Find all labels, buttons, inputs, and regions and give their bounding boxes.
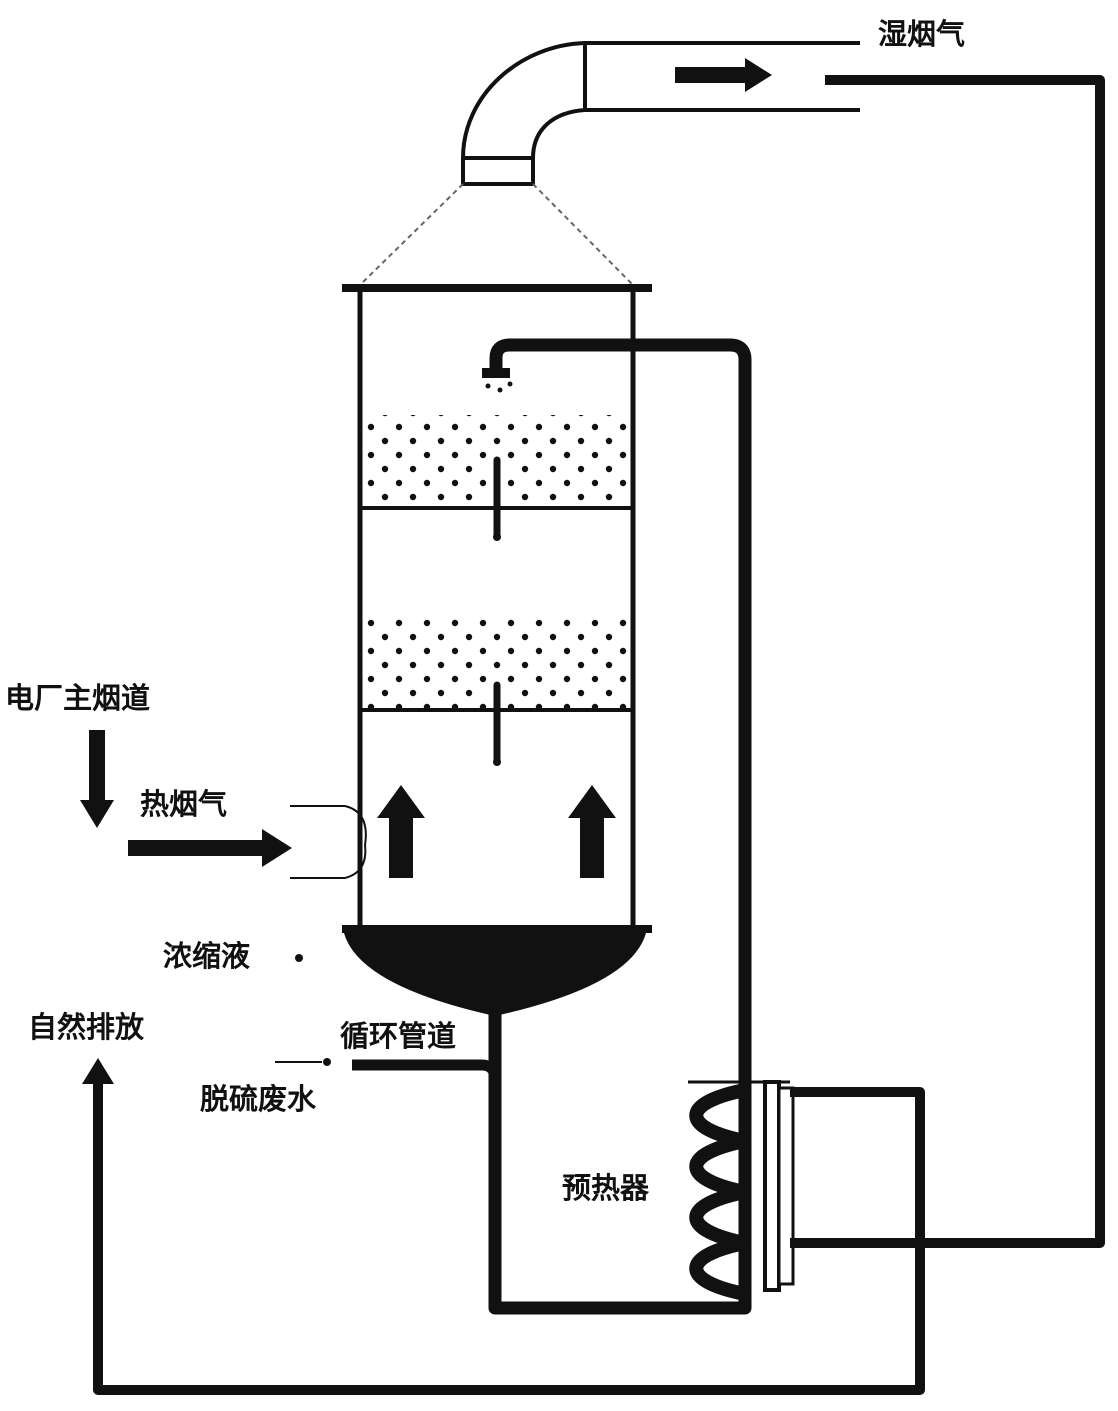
exhaust-elbow-duct: [461, 41, 860, 186]
gas-flow-arrow-right: [568, 785, 616, 878]
hot-gas-arrow: [128, 829, 292, 867]
hot-flue-gas-label: 热烟气: [140, 787, 228, 821]
circulation-pipe-label: 循环管道: [340, 1019, 457, 1053]
distributor-nozzle-lower: [493, 758, 501, 766]
concentrate-label: 浓缩液: [163, 939, 251, 973]
recirculation-line: [488, 338, 752, 1315]
duct-cone: [359, 183, 634, 286]
wet-flue-gas-label: 湿烟气: [878, 17, 966, 51]
tower-body: [342, 284, 652, 1017]
return-pipes: [93, 75, 1105, 1395]
wastewater-inlet-dot: [323, 1058, 331, 1066]
gas-flow-arrow-left: [377, 785, 425, 878]
preheater: [688, 1080, 795, 1301]
wet-gas-arrow: [675, 58, 772, 92]
main-flue-label: 电厂主烟道: [5, 681, 151, 715]
distributor-nozzle-upper: [493, 533, 501, 541]
natural-discharge-arrow: [82, 1058, 114, 1084]
natural-discharge-label: 自然排放: [28, 1010, 145, 1044]
desulfurization-wastewater-label: 脱硫废水: [200, 1082, 317, 1116]
hot-gas-inlet: [290, 805, 367, 879]
preheater-label: 预热器: [562, 1171, 650, 1205]
wastewater-inlet-pipe: [352, 1059, 501, 1081]
spray-nozzle: [482, 368, 513, 393]
concentrate-dot: [295, 954, 303, 962]
main-flue-arrow: [80, 730, 114, 828]
